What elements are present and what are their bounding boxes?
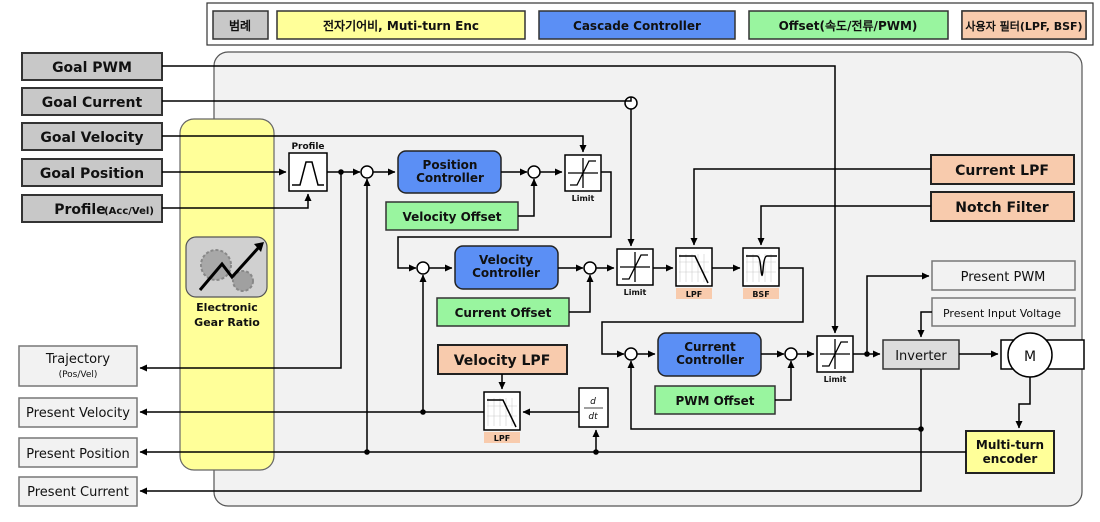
input-goal-velocity[interactable]: Goal Velocity bbox=[21, 122, 163, 151]
profile-block bbox=[288, 152, 328, 192]
svg-text:M: M bbox=[1024, 349, 1036, 365]
gear-icon bbox=[185, 236, 268, 298]
lpf-tag-1: LPF bbox=[686, 290, 702, 299]
current-controller: Current Controller bbox=[657, 332, 762, 377]
svg-text:Controller: Controller bbox=[472, 266, 540, 280]
velocity-controller: Velocity Controller bbox=[454, 245, 559, 290]
legend-item-green: Offset(속도/전류/PWM) bbox=[779, 18, 918, 33]
velocity-offset-box[interactable]: Velocity Offset bbox=[385, 201, 519, 231]
limit-label-2: Limit bbox=[624, 288, 647, 297]
position-limit-block bbox=[564, 154, 602, 192]
legend-item-orange: 사용자 필터(LPF, BSF) bbox=[965, 19, 1082, 33]
svg-text:(Pos/Vel): (Pos/Vel) bbox=[59, 370, 98, 380]
velocity-limit-block bbox=[616, 248, 654, 286]
derivative-num: d bbox=[590, 397, 596, 407]
svg-text:Velocity: Velocity bbox=[479, 253, 533, 267]
limit-label-1: Limit bbox=[572, 194, 595, 203]
velocity-lpf-box[interactable]: Velocity LPF bbox=[437, 344, 568, 375]
pwm-offset-box[interactable]: PWM Offset bbox=[654, 385, 776, 415]
signal-wires bbox=[139, 65, 1031, 495]
svg-text:(Acc/Vel): (Acc/Vel) bbox=[104, 206, 154, 217]
gear-label-line2: Gear Ratio bbox=[194, 316, 260, 329]
svg-text:Goal Current: Goal Current bbox=[42, 95, 143, 111]
legend: 범례 전자기어비, Muti-turn Enc Cascade Controll… bbox=[206, 2, 1094, 46]
multi-turn-encoder: Multi-turn encoder bbox=[965, 430, 1055, 474]
svg-text:Controller: Controller bbox=[676, 353, 744, 367]
svg-text:Profile: Profile bbox=[54, 202, 105, 218]
current-lpf-block bbox=[675, 247, 713, 299]
svg-text:Current: Current bbox=[684, 340, 736, 354]
svg-text:Goal Velocity: Goal Velocity bbox=[40, 130, 143, 146]
svg-text:PWM Offset: PWM Offset bbox=[675, 394, 754, 408]
output-present-velocity[interactable]: Present Velocity bbox=[18, 397, 138, 428]
svg-text:Present Input Voltage: Present Input Voltage bbox=[943, 307, 1061, 320]
svg-text:Controller: Controller bbox=[416, 171, 484, 185]
input-goal-pwm[interactable]: Goal PWM bbox=[21, 52, 163, 81]
legend-title: 범례 bbox=[229, 18, 251, 33]
output-present-input-voltage[interactable]: Present Input Voltage bbox=[931, 297, 1076, 327]
legend-item-blue: Cascade Controller bbox=[573, 19, 701, 33]
bsf-block bbox=[742, 247, 780, 299]
svg-text:Velocity LPF: Velocity LPF bbox=[454, 353, 551, 369]
junction-dots bbox=[338, 169, 924, 455]
position-controller: Position Controller bbox=[397, 150, 502, 194]
output-present-position[interactable]: Present Position bbox=[18, 437, 138, 468]
svg-text:encoder: encoder bbox=[983, 452, 1038, 466]
input-profile[interactable]: Profile (Acc/Vel) bbox=[21, 194, 163, 223]
svg-text:Position: Position bbox=[423, 158, 478, 172]
svg-text:Velocity Offset: Velocity Offset bbox=[402, 210, 501, 224]
inverter-block: Inverter bbox=[882, 339, 960, 370]
output-present-pwm[interactable]: Present PWM bbox=[931, 260, 1076, 291]
output-present-current[interactable]: Present Current bbox=[18, 476, 138, 507]
svg-text:Multi-turn: Multi-turn bbox=[976, 438, 1044, 452]
legend-swatch-green bbox=[748, 10, 949, 40]
current-limit-block bbox=[816, 335, 854, 373]
limit-label-3: Limit bbox=[824, 375, 847, 384]
svg-text:Present Velocity: Present Velocity bbox=[26, 406, 130, 421]
current-lpf-box[interactable]: Current LPF bbox=[930, 154, 1075, 185]
bsf-tag: BSF bbox=[752, 290, 769, 299]
lpf-tag-2: LPF bbox=[494, 434, 510, 443]
legend-item-yellow: 전자기어비, Muti-turn Enc bbox=[323, 18, 479, 33]
gear-label-line1: Electronic bbox=[196, 301, 258, 314]
velocity-lpf-block bbox=[483, 391, 521, 443]
current-offset-box[interactable]: Current Offset bbox=[436, 297, 570, 327]
svg-text:Present PWM: Present PWM bbox=[961, 270, 1046, 285]
svg-text:Inverter: Inverter bbox=[895, 349, 947, 364]
svg-text:Current Offset: Current Offset bbox=[455, 306, 552, 320]
svg-text:Trajectory: Trajectory bbox=[45, 352, 110, 367]
svg-text:Present Current: Present Current bbox=[27, 485, 129, 500]
profile-block-label: Profile bbox=[291, 142, 324, 152]
legend-swatch-yellow bbox=[276, 10, 526, 40]
input-goal-current[interactable]: Goal Current bbox=[21, 87, 163, 116]
legend-swatch-blue bbox=[538, 10, 736, 40]
derivative-block bbox=[578, 387, 609, 428]
motor-icon: M bbox=[1000, 332, 1085, 378]
legend-title-box bbox=[212, 10, 269, 40]
output-trajectory[interactable]: Trajectory (Pos/Vel) bbox=[18, 345, 138, 387]
svg-text:Present Position: Present Position bbox=[26, 447, 130, 462]
input-goal-position[interactable]: Goal Position bbox=[21, 158, 163, 187]
derivative-den: dt bbox=[588, 412, 598, 422]
svg-text:Notch Filter: Notch Filter bbox=[955, 200, 1049, 216]
notch-filter-box[interactable]: Notch Filter bbox=[930, 191, 1075, 222]
svg-text:Goal Position: Goal Position bbox=[40, 166, 144, 182]
svg-text:Goal PWM: Goal PWM bbox=[52, 60, 132, 76]
svg-text:Current LPF: Current LPF bbox=[955, 163, 1049, 179]
